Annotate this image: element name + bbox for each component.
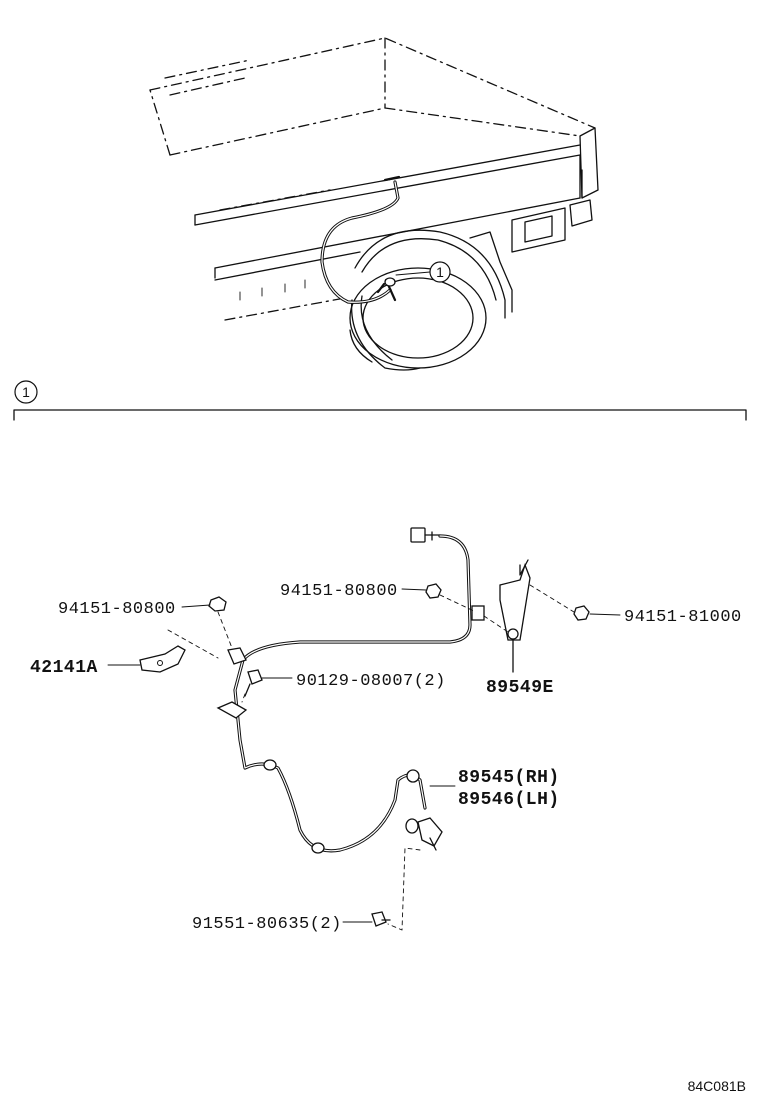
truck-bed-illustration: [149, 37, 599, 371]
section-callout-number: 1: [22, 384, 30, 400]
section-header: 1: [13, 380, 747, 421]
label-nut-mid: 94151-80800: [280, 582, 398, 601]
nut-left-shape: [208, 596, 227, 612]
figure-code: 84C081B: [688, 1078, 746, 1094]
label-sensor-lh: 89546(LH): [458, 790, 560, 810]
nut-mid-shape: [425, 583, 442, 599]
nut-right-shape: [573, 605, 590, 621]
harness-clamp: [139, 645, 186, 673]
label-bolt-sensor: 91551-80635(2): [192, 915, 342, 934]
alignment-lines: [167, 584, 575, 931]
label-clamp: 42141A: [30, 658, 98, 678]
part-labels: 94151-80800 94151-80800 94151-81000 4214…: [30, 582, 742, 934]
callout-number-top: 1: [436, 264, 444, 280]
fasteners: [208, 583, 590, 927]
label-bolt-clamp: 90129-08007(2): [296, 672, 446, 691]
label-sensor-rh: 89545(RH): [458, 768, 560, 788]
leader-lines: [107, 588, 621, 923]
label-bracket: 89549E: [486, 678, 554, 698]
section-divider-line: [13, 409, 747, 421]
bolt-sensor-shape: [371, 911, 391, 927]
sensor-bracket: [499, 559, 531, 673]
label-nut-right: 94151-81000: [624, 608, 742, 627]
label-nut-left: 94151-80800: [58, 600, 176, 619]
bolt-clamp-shape: [244, 669, 263, 697]
sensor-harness: [216, 527, 485, 854]
callout-marker-top: 1: [429, 261, 451, 283]
